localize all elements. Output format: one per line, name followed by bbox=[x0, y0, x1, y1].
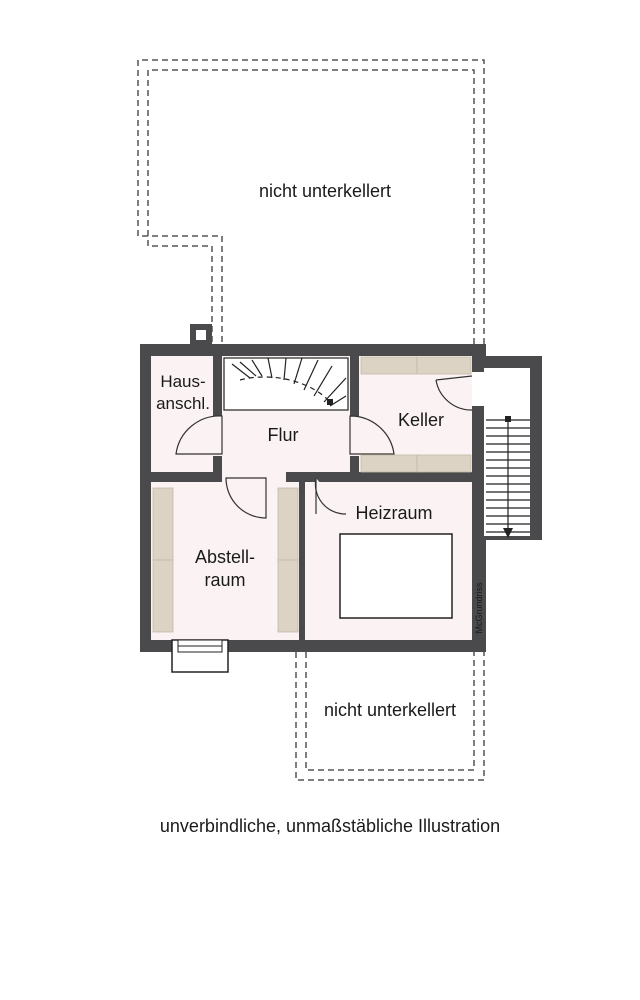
stair-arrow-icon bbox=[503, 528, 513, 538]
label-top-unexcavated: nicht unterkellert bbox=[259, 181, 391, 201]
door-swings bbox=[175, 415, 395, 519]
label-flur: Flur bbox=[268, 425, 299, 445]
label-abstellraum-2: raum bbox=[204, 570, 245, 590]
label-abstellraum-1: Abstell- bbox=[195, 547, 255, 567]
watermark: McGrundriss bbox=[474, 582, 484, 634]
label-hausanschluss-1: Haus- bbox=[160, 372, 205, 391]
floor-abstellraum bbox=[151, 482, 299, 640]
heating-unit bbox=[339, 533, 453, 619]
disclaimer: unverbindliche, unmaßstäbliche Illustrat… bbox=[160, 816, 500, 836]
cabinets bbox=[152, 356, 472, 633]
label-heizraum: Heizraum bbox=[355, 503, 432, 523]
label-keller: Keller bbox=[398, 410, 444, 430]
exterior-stairs bbox=[486, 418, 530, 533]
label-hausanschluss-2: anschl. bbox=[156, 394, 210, 413]
basement-window bbox=[171, 639, 229, 673]
bottom-unexcavated-outline bbox=[295, 652, 485, 781]
label-bottom-unexcavated: nicht unterkellert bbox=[324, 700, 456, 720]
top-unexcavated-outline bbox=[137, 59, 485, 352]
keller-door bbox=[435, 375, 473, 411]
